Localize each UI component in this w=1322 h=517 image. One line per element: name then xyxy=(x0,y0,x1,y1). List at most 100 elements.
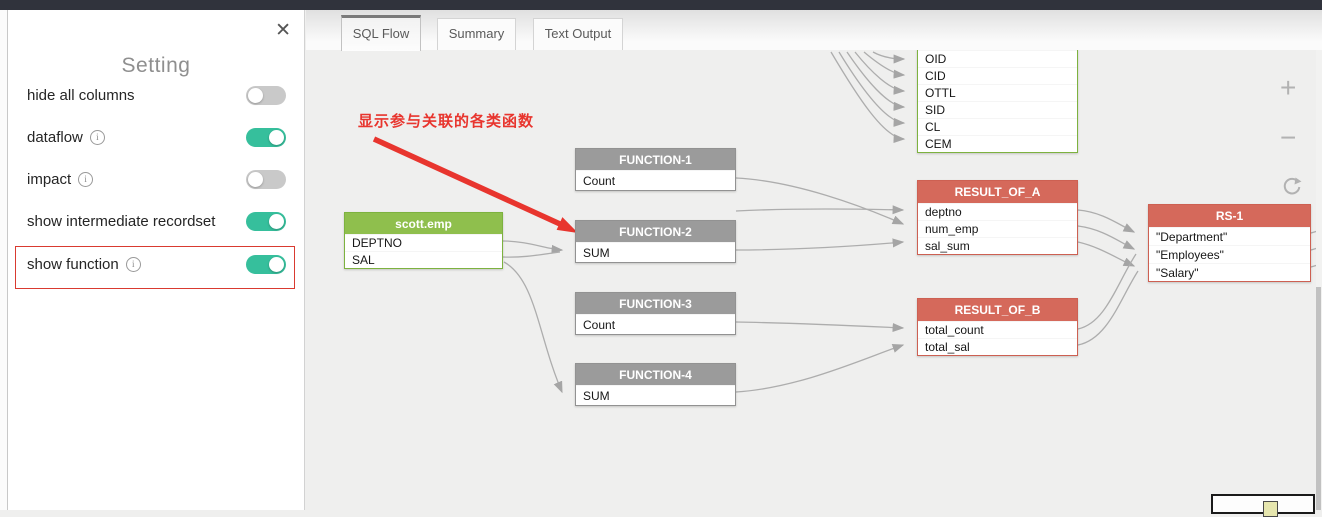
refresh-button[interactable] xyxy=(1281,176,1303,203)
node-row[interactable]: CEM xyxy=(918,135,1077,152)
node-row[interactable]: total_count xyxy=(918,321,1077,338)
sidebar-item-dataflow: dataflow i xyxy=(8,125,304,149)
edge xyxy=(1077,253,1137,330)
node-row[interactable]: DEPTNO xyxy=(345,234,502,251)
tab-text-output[interactable]: Text Output xyxy=(533,18,623,50)
node-row[interactable]: Count xyxy=(576,314,735,334)
scrollbar-thumb[interactable] xyxy=(1316,287,1321,510)
node-title[interactable]: RESULT_OF_A xyxy=(918,181,1077,203)
node-row[interactable]: deptno xyxy=(918,203,1077,220)
edge xyxy=(502,240,564,254)
edge xyxy=(735,205,905,215)
tab-summary[interactable]: Summary xyxy=(437,18,516,50)
tab-label: SQL Flow xyxy=(352,26,410,41)
toggle-knob xyxy=(269,256,284,272)
sidebar-item-label: hide all columns xyxy=(27,86,135,104)
toggle-show-function[interactable] xyxy=(246,254,286,274)
toggle-hide-all-columns[interactable] xyxy=(246,85,286,105)
edge xyxy=(735,344,905,393)
sidebar-item-label: show function xyxy=(27,255,119,273)
node-row[interactable]: OTTL xyxy=(918,84,1077,101)
toggle-knob xyxy=(269,213,284,229)
node-row[interactable]: "Salary" xyxy=(1149,263,1310,281)
vertical-scrollbar[interactable] xyxy=(1316,50,1322,510)
edge xyxy=(872,51,906,64)
node-row[interactable]: SAL xyxy=(345,251,502,268)
settings-title: Setting xyxy=(121,54,191,77)
sidebar-item-label: show intermediate recordset xyxy=(27,212,216,230)
node-title[interactable]: FUNCTION-4 xyxy=(576,364,735,385)
node-row[interactable]: "Employees" xyxy=(1149,245,1310,263)
annotation-text: 显示参与关联的各类函数 xyxy=(358,113,535,130)
node-row[interactable]: sal_sum xyxy=(918,237,1077,254)
node-title[interactable]: RESULT_OF_B xyxy=(918,299,1077,321)
node-row[interactable]: SUM xyxy=(576,242,735,262)
edge xyxy=(1077,270,1139,346)
node-row[interactable]: SUM xyxy=(576,385,735,405)
sidebar-item-hide-all-columns: hide all columns xyxy=(8,83,304,107)
toggle-knob xyxy=(248,87,263,103)
node-row[interactable]: OID xyxy=(918,50,1077,67)
edge xyxy=(735,321,905,333)
edge xyxy=(863,51,906,79)
minimap-viewport[interactable] xyxy=(1263,501,1278,517)
info-icon[interactable]: i xyxy=(125,256,141,272)
node-title[interactable]: FUNCTION-1 xyxy=(576,149,735,170)
edge xyxy=(838,51,906,127)
node-rs-1[interactable]: RS-1"Department""Employees""Salary" xyxy=(1148,204,1311,282)
edge xyxy=(735,238,905,251)
tab-sql-flow[interactable]: SQL Flow xyxy=(341,15,421,51)
node-row[interactable]: CL xyxy=(918,118,1077,135)
node-row[interactable]: total_sal xyxy=(918,338,1077,355)
sidebar-item-label: dataflow xyxy=(27,128,83,146)
node-title[interactable]: RS-1 xyxy=(1149,205,1310,227)
toggle-knob xyxy=(269,129,284,145)
node-title[interactable]: scott.emp xyxy=(345,213,502,234)
toggle-show-intermediate-recordset[interactable] xyxy=(246,211,286,231)
node-title[interactable]: FUNCTION-3 xyxy=(576,293,735,314)
minimap[interactable] xyxy=(1211,494,1315,517)
toggle-knob xyxy=(248,171,263,187)
node-row[interactable]: CID xyxy=(918,67,1077,84)
edge xyxy=(1077,225,1136,250)
edge xyxy=(735,177,905,225)
refresh-icon xyxy=(1283,177,1302,195)
edge xyxy=(502,251,561,258)
zoom-in-button[interactable]: + xyxy=(1280,72,1297,103)
node-row[interactable]: "Department" xyxy=(1149,227,1310,245)
node-row[interactable]: Count xyxy=(576,170,735,190)
edge xyxy=(1077,209,1136,233)
sidebar-item-show-function: show function i xyxy=(8,252,304,276)
edge xyxy=(846,51,906,111)
toggle-dataflow[interactable] xyxy=(246,127,286,147)
left-gutter xyxy=(0,10,7,510)
node-row[interactable]: num_emp xyxy=(918,220,1077,237)
zoom-out-button[interactable]: − xyxy=(1280,122,1297,153)
tab-bar: SQL Flow Summary Text Output xyxy=(306,10,1322,51)
window-top-bar xyxy=(0,0,1322,10)
node-row[interactable]: SID xyxy=(918,101,1077,118)
info-icon[interactable]: i xyxy=(89,129,105,145)
edge xyxy=(830,51,906,144)
sidebar-item-label: impact xyxy=(27,170,72,188)
toggle-impact[interactable] xyxy=(246,169,286,189)
edge xyxy=(503,261,563,394)
sidebar-item-show-intermediate-recordset: show intermediate recordset xyxy=(8,209,304,233)
info-icon[interactable]: i xyxy=(78,171,94,187)
close-icon[interactable]: ✕ xyxy=(275,20,291,41)
edge xyxy=(854,51,906,95)
tab-label: Text Output xyxy=(544,26,612,41)
node-title[interactable]: FUNCTION-2 xyxy=(576,221,735,242)
tab-label: Summary xyxy=(448,26,505,41)
edge xyxy=(1077,241,1136,267)
